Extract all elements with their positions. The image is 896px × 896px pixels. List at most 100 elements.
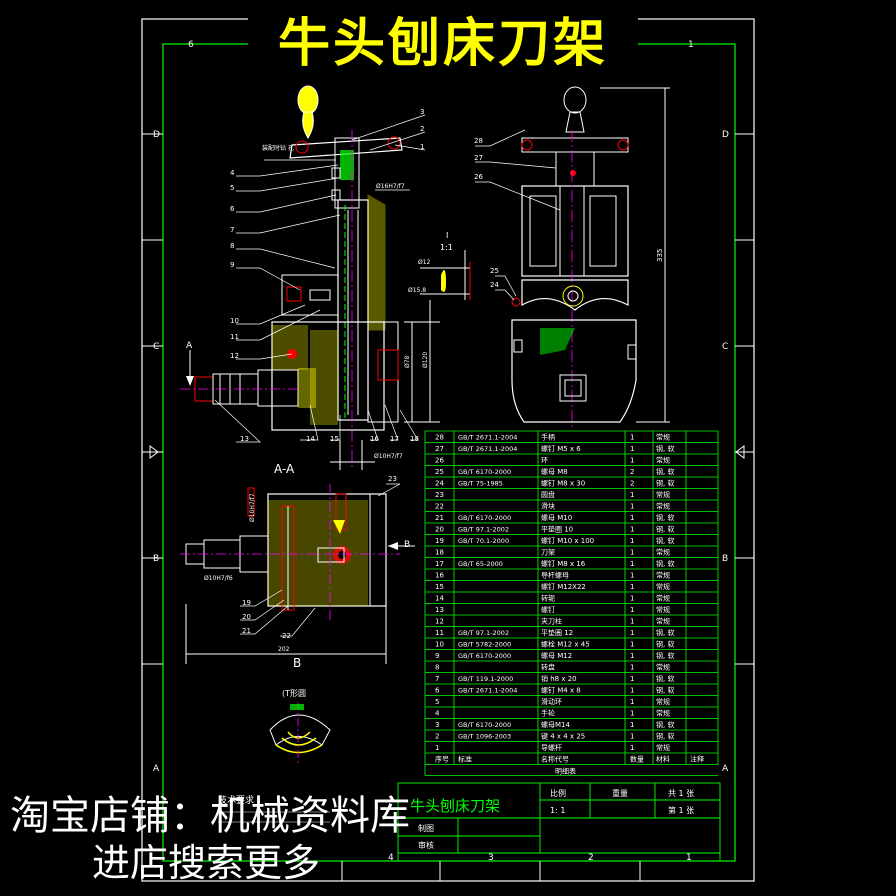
bom-cell: GB/T 6170-2000 [458, 721, 511, 729]
bom-cell: 1 [630, 503, 634, 511]
bom-cell: 夹刀柱 [541, 617, 562, 626]
bom-cell: 26 [435, 457, 444, 465]
bom-cell: 钢, 软 [656, 686, 674, 695]
dim-fit-bottom: Ø10H7/f7 [374, 453, 403, 460]
bom-cell: 手柄 [541, 433, 555, 442]
bom-cell: 导杆螺母 [541, 571, 569, 580]
bom-cell: 钢, 软 [656, 479, 674, 488]
zone-number-bottom-3: 3 [488, 853, 494, 863]
slide-column [337, 199, 369, 421]
tb-weight-label: 重量 [612, 788, 628, 798]
bom-cell: 钢, 软 [656, 559, 674, 568]
arrow-b-label: B [404, 540, 410, 550]
bom-cell: 螺钉 M8 x 16 [541, 559, 586, 568]
bom-cell: 手轮 [541, 709, 555, 718]
dim-dia-78: Ø78 [404, 355, 411, 368]
bom-cell: 常规 [656, 571, 670, 580]
zone-letter-b-left: B [153, 554, 159, 564]
zone-number-bottom-4: 4 [388, 853, 394, 863]
bom-cell: 2 [630, 468, 634, 476]
bom-cell: 16 [435, 572, 444, 580]
watermark-shop: 淘宝店铺：机械资料库 [10, 793, 410, 839]
bom-cell: GB/T 65-2000 [458, 560, 503, 568]
dim-fit-top: Ø16H7/f7 [376, 183, 405, 190]
detail-label-i: I [446, 231, 448, 240]
bom-cell: 2 [435, 733, 439, 741]
callout-1: 1 [420, 143, 424, 151]
bom-cell: 常规 [656, 582, 670, 591]
callout-27: 27 [474, 154, 483, 162]
callout-18: 18 [410, 435, 419, 443]
bom-cell: 5 [435, 698, 439, 706]
bom-cell: 23 [435, 491, 444, 499]
zone-letter-b-right: B [722, 554, 728, 564]
dim-dia-15-8: Ø15.8 [408, 287, 426, 294]
dim-fit-section: Ø10H7/f6 [204, 575, 233, 582]
bom-cell: 19 [435, 537, 444, 545]
zone-letter-d-left: D [153, 130, 160, 140]
bom-cell: 滑块 [541, 502, 555, 511]
bom-cell: 螺母M14 [541, 720, 570, 729]
bom-cell: GB/T 75-1985 [458, 480, 503, 488]
bom-cell: 1 [630, 549, 634, 557]
bom-cell: GB/T 6170-2000 [458, 514, 511, 522]
tb-sheet-no: 第 1 张 [668, 805, 694, 815]
view-b-label: B [293, 656, 301, 670]
bom-cell: 1 [630, 491, 634, 499]
page-title: 牛头刨床刀架 [248, 12, 638, 76]
bom-header: 序号 [435, 755, 449, 764]
bom-cell: 常规 [656, 502, 670, 511]
section-aa [180, 483, 415, 664]
title-block [397, 782, 721, 862]
callout-2: 2 [420, 125, 424, 133]
bom-cell: 1 [630, 537, 634, 545]
bom-cell: 6 [435, 687, 440, 695]
callout-20: 20 [242, 613, 251, 621]
callout-10: 10 [230, 317, 239, 325]
bom-cell: 刀架 [541, 549, 555, 557]
bom-cell: 螺栓 M12 x 45 [541, 640, 590, 649]
bom-cell: 平垫圈 12 [541, 628, 573, 637]
tool-slide [521, 185, 629, 277]
bom-cell: 螺母 M8 [541, 467, 568, 476]
bom-cell: 4 [435, 710, 440, 718]
bom-cell: 12 [435, 618, 444, 626]
bom-cell: 1 [630, 457, 634, 465]
callout-6: 6 [230, 205, 235, 213]
bom-header: 数量 [630, 755, 644, 764]
section-aa-label: A-A [274, 462, 295, 476]
bom-cell: 1 [630, 687, 634, 695]
bom-cell: 1 [630, 629, 634, 637]
bom-cell: 8 [435, 664, 439, 672]
bom-caption: 明细表 [555, 767, 576, 776]
bom-cell: 1 [630, 514, 634, 522]
bom-cell: 25 [435, 468, 444, 476]
callout-26: 26 [474, 173, 483, 181]
bom-cell: 钢, 软 [656, 732, 674, 741]
bom-cell: GB/T 2671.1-2004 [458, 687, 517, 695]
bom-cell: 1 [630, 595, 634, 603]
zone-letter-c-right: C [722, 342, 728, 352]
inner-frame [162, 43, 736, 862]
bom-cell: 钢, 软 [656, 674, 674, 683]
bom-cell: 1 [630, 698, 634, 706]
callout-24: 24 [490, 281, 499, 289]
bom-cell: 1 [630, 652, 634, 660]
bom-cell: 11 [435, 629, 444, 637]
bom-cell: 1 [630, 434, 634, 442]
bom-cell: 键 4 x 4 x 25 [541, 732, 585, 741]
bom-cell: GB/T 6170-2000 [458, 652, 511, 660]
bom-header: 材料 [656, 755, 670, 764]
bom-cell: 17 [435, 560, 444, 568]
bom-cell: 7 [435, 675, 439, 683]
zone-letter-a-left: A [153, 764, 160, 774]
tb-drawn-by: 制图 [418, 823, 434, 833]
side-base [511, 319, 637, 423]
bom-cell: 1 [630, 583, 634, 591]
bom-cell: 导螺杆 [541, 743, 562, 752]
tb-sheets-total: 共 1 张 [668, 789, 694, 798]
callout-21: 21 [242, 627, 251, 635]
arrow-a-label: A [186, 341, 193, 351]
side-view [475, 86, 670, 430]
